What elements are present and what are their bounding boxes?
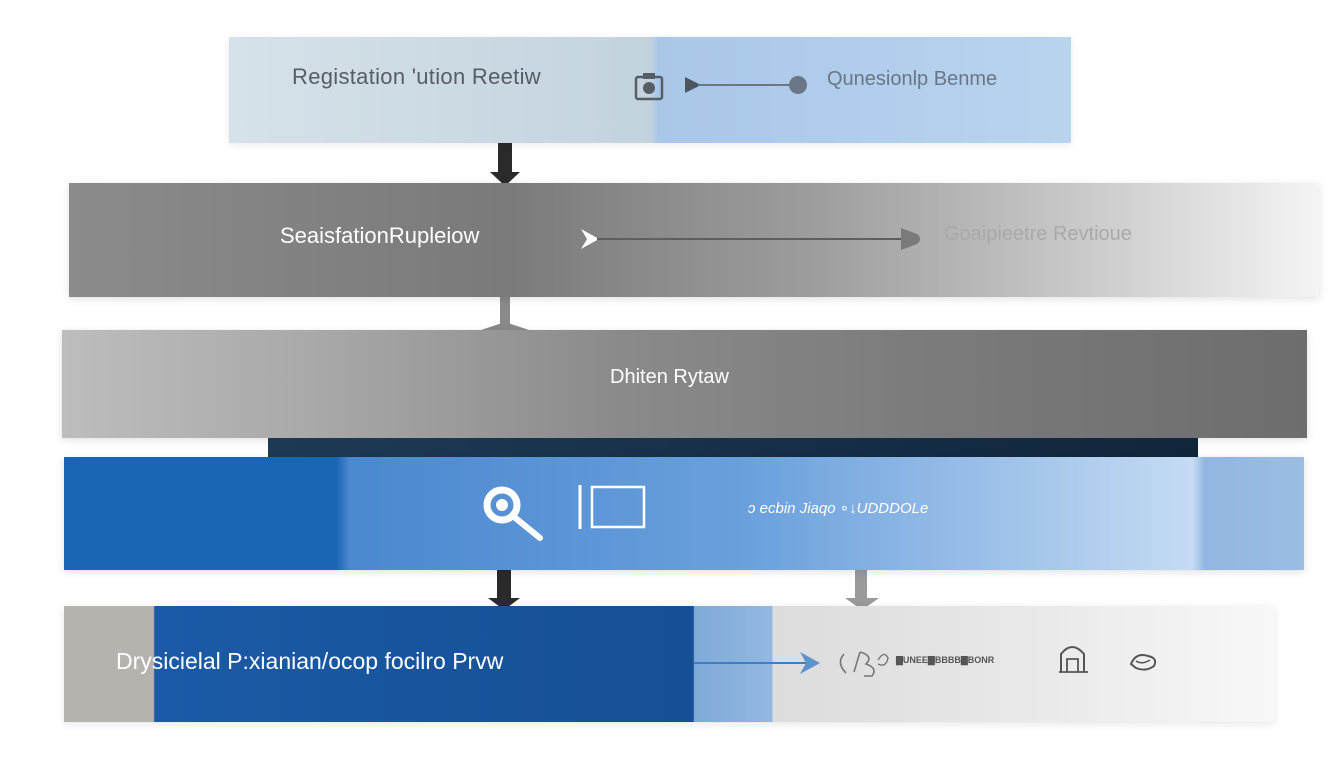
connector-row1-row2 — [490, 143, 520, 186]
arrow-connector — [694, 652, 820, 674]
frame-icon — [578, 485, 646, 529]
row2-satisfaction-band: SeaisfationRupleiow Goaipieetre Revtioue — [69, 183, 1319, 297]
row5-flow — [694, 651, 889, 677]
row3-written-review-band: Dhiten Rytaw — [62, 330, 1307, 438]
row2-left-label: SeaisfationRupleiow — [280, 223, 480, 248]
magnifier-icon — [483, 486, 543, 541]
arrow-connector — [581, 228, 920, 250]
row1-left-label: Registation 'ution Reetiw — [292, 64, 541, 89]
row4-right-label: ↄ ecbin Jiaqo ∘↓UDDDOLe — [748, 500, 929, 517]
row1-flow — [634, 73, 807, 101]
arrow-connector — [685, 76, 807, 94]
row4-blue-band: ↄ ecbin Jiaqo ∘↓UDDDOLe — [64, 457, 1304, 570]
row5-physician-band: Drysicielal P:xianian/ocop focilro Prvw … — [64, 606, 1274, 722]
row3-center-label: Dhiten Rytaw — [610, 366, 729, 388]
camera-icon — [634, 73, 664, 101]
row5-small-label: ▇UNEE▇BBBB▇BONR — [896, 655, 995, 665]
wavy-icon — [839, 651, 889, 677]
row1-right-label: Qunesionlp Benme — [827, 68, 998, 90]
connector-row4-row5-right — [845, 570, 879, 610]
house-icon — [1059, 646, 1088, 673]
row2-right-label: Goaipieetre Revtioue — [944, 223, 1132, 245]
row1-registration-band: Registation 'ution Reetiw Qunesionlp Ben… — [229, 37, 1071, 143]
sketch-icon — [1129, 654, 1157, 671]
row5-left-label: Drysicielal P:xianian/ocop focilro Prvw — [116, 648, 504, 674]
row2-flow — [581, 228, 920, 250]
connector-row2-row3 — [478, 297, 532, 331]
connector-row4-row5-left — [488, 570, 520, 610]
dark-separator-band — [268, 438, 1198, 458]
